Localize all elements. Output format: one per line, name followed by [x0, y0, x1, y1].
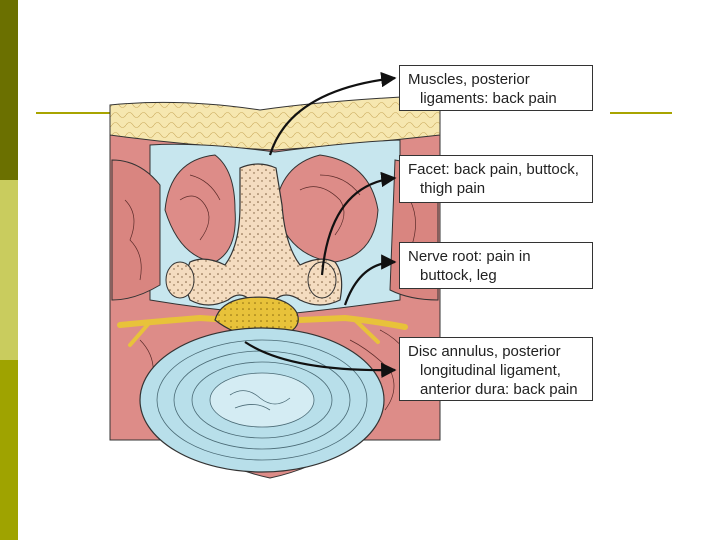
sidebar-band-light [0, 180, 18, 360]
label-nerve-root-line2: buttock, leg [420, 267, 497, 284]
sidebar-band-dark [0, 0, 18, 180]
arrow-facet [320, 171, 397, 276]
nerve-roots [117, 314, 408, 347]
label-disc-line2: longitudinal ligament, [420, 362, 561, 379]
left-lateral-muscle [111, 159, 161, 301]
sidebar-band-mid [0, 360, 18, 540]
left-muscle-bundle [164, 154, 236, 263]
right-muscle-bundle [274, 154, 379, 263]
title-rule-left [36, 112, 116, 114]
arrow-disc [244, 341, 397, 378]
label-disc-line3: anterior dura: back pain [420, 381, 578, 398]
label-disc-line1: Disc annulus, posterior [408, 343, 561, 360]
label-nerve-root-line1: Nerve root: pain in [408, 248, 531, 265]
right-facet-joint [307, 261, 337, 299]
label-facet: Facet: back pain, buttock, thigh pain [399, 155, 593, 203]
label-facet-line2: thigh pain [420, 180, 486, 197]
label-muscles: Muscles, posterior ligaments: back pain [399, 65, 593, 111]
label-nerve-root: Nerve root: pain in buttock, leg [399, 242, 593, 289]
label-muscles-line1: Muscles, posterior [408, 71, 530, 88]
slide-sidebar [0, 0, 18, 540]
title-rule-right [610, 112, 672, 114]
arrow-muscles [268, 71, 397, 156]
label-facet-line1: Facet: back pain, buttock, [408, 161, 579, 178]
label-disc: Disc annulus, posterior longitudinal lig… [399, 337, 593, 401]
intervertebral-disc [139, 327, 385, 473]
left-facet-joint [165, 261, 195, 299]
label-muscles-line2: ligaments: back pain [420, 90, 557, 107]
arrow-nerve-root [343, 254, 397, 306]
